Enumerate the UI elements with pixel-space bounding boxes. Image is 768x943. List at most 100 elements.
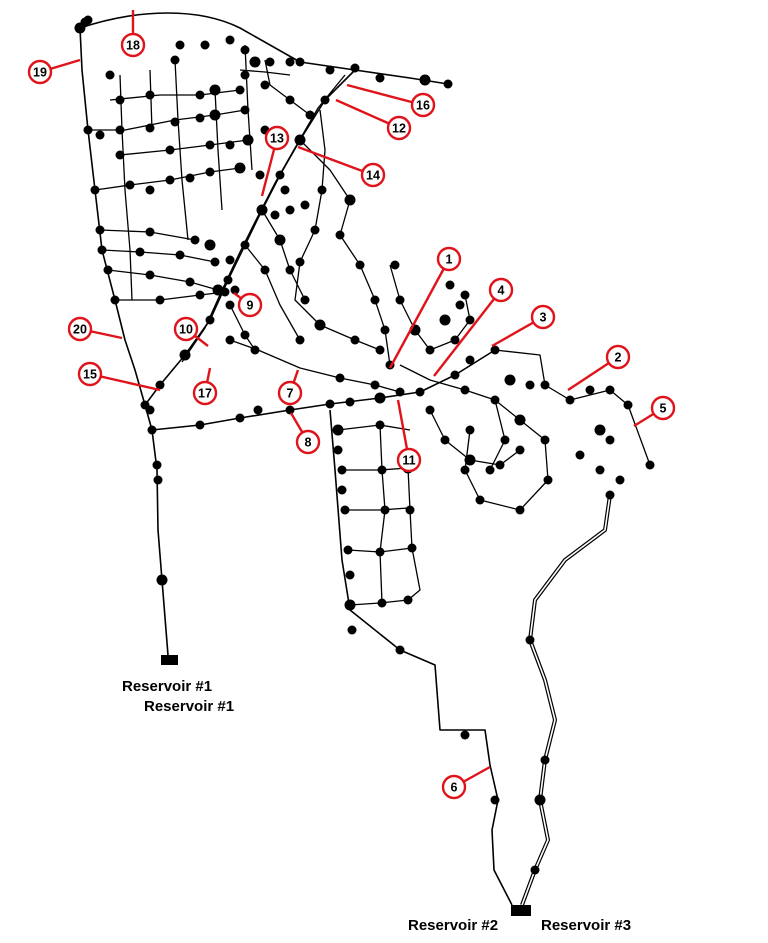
junction-node — [490, 395, 500, 405]
junction-node — [260, 265, 270, 275]
junction-node — [195, 420, 205, 430]
node-layer — [74, 15, 655, 875]
junction-node — [274, 234, 286, 246]
junction-node — [395, 645, 405, 655]
junction-node — [97, 245, 107, 255]
junction-node — [295, 257, 305, 267]
junction-node — [294, 134, 306, 146]
junction-node — [395, 387, 405, 397]
junction-node — [375, 547, 385, 557]
junction-node — [175, 40, 185, 50]
callout-1-leader — [388, 258, 451, 369]
junction-node — [223, 275, 233, 285]
callout-18: 18 — [120, 32, 146, 58]
junction-node — [220, 287, 230, 297]
callout-9: 9 — [237, 292, 263, 318]
junction-node — [380, 505, 390, 515]
junction-node — [295, 335, 305, 345]
callout-7: 7 — [277, 380, 303, 406]
junction-node — [240, 330, 250, 340]
junction-node — [403, 595, 413, 605]
callout-10: 10 — [173, 316, 199, 342]
junction-node — [240, 240, 250, 250]
junction-node — [200, 40, 210, 50]
pipe-west-boundary — [79, 27, 146, 406]
junction-node — [337, 465, 347, 475]
callout-12-number: 12 — [392, 122, 406, 136]
junction-node — [407, 543, 417, 553]
callout-14: 14 — [360, 162, 386, 188]
callout-19-number: 19 — [33, 66, 47, 80]
junction-node — [615, 475, 625, 485]
junction-node — [285, 57, 295, 67]
junction-node — [343, 545, 353, 555]
junction-node — [205, 315, 215, 325]
junction-node — [285, 265, 295, 275]
reservoir-labels: Reservoir #1 Reservoir #1 Reservoir #2 R… — [122, 678, 631, 934]
junction-node — [95, 225, 105, 235]
callout-2: 2 — [605, 344, 631, 370]
callout-15-number: 15 — [83, 368, 97, 382]
junction-node — [439, 314, 451, 326]
callout-10-number: 10 — [179, 323, 193, 337]
junction-node — [115, 150, 125, 160]
junction-node — [344, 599, 356, 611]
junction-node — [235, 413, 245, 423]
junction-node — [195, 113, 205, 123]
junction-node — [209, 84, 221, 96]
junction-node — [115, 95, 125, 105]
callout-20: 20 — [67, 316, 93, 342]
junction-node — [90, 185, 100, 195]
junction-node — [515, 505, 525, 515]
callout-8: 8 — [295, 429, 321, 455]
junction-node — [525, 635, 535, 645]
junction-node — [425, 405, 435, 415]
callout-18-number: 18 — [126, 39, 140, 53]
junction-node — [540, 380, 550, 390]
junction-node — [205, 167, 215, 177]
junction-node — [175, 250, 185, 260]
callout-7-number: 7 — [287, 387, 294, 401]
junction-node — [155, 295, 165, 305]
junction-node — [305, 110, 315, 120]
junction-node — [260, 80, 270, 90]
junction-node — [390, 260, 400, 270]
junction-node — [285, 405, 295, 415]
callout-16-number: 16 — [416, 99, 430, 113]
junction-node — [475, 495, 485, 505]
junction-node — [310, 225, 320, 235]
junction-node — [190, 235, 200, 245]
junction-node — [395, 295, 405, 305]
junction-node — [185, 173, 195, 183]
junction-node — [314, 319, 326, 331]
junction-node — [465, 355, 475, 365]
junction-node — [575, 450, 585, 460]
junction-node — [234, 162, 246, 174]
junction-node — [374, 392, 386, 404]
callout-8-number: 8 — [305, 436, 312, 450]
junction-node — [242, 134, 254, 146]
callout-5-number: 5 — [660, 402, 667, 416]
junction-node — [170, 55, 180, 65]
junction-node — [455, 300, 465, 310]
reservoir-1-symbol — [161, 655, 178, 665]
junction-node — [645, 460, 655, 470]
junction-node — [280, 185, 290, 195]
junction-node — [370, 295, 380, 305]
junction-node — [460, 465, 470, 475]
callout-14-number: 14 — [366, 169, 380, 183]
junction-node — [605, 435, 615, 445]
callout-13-number: 13 — [270, 132, 284, 146]
junction-node — [153, 475, 163, 485]
junction-node — [460, 730, 470, 740]
junction-node — [179, 349, 191, 361]
junction-node — [265, 57, 275, 67]
junction-node — [605, 490, 615, 500]
junction-node — [345, 397, 355, 407]
junction-node — [240, 105, 250, 115]
junction-node — [145, 270, 155, 280]
pipe-main-diagonal-b — [181, 74, 346, 363]
junction-node — [333, 445, 343, 455]
junction-node — [504, 374, 516, 386]
junction-node — [540, 755, 550, 765]
